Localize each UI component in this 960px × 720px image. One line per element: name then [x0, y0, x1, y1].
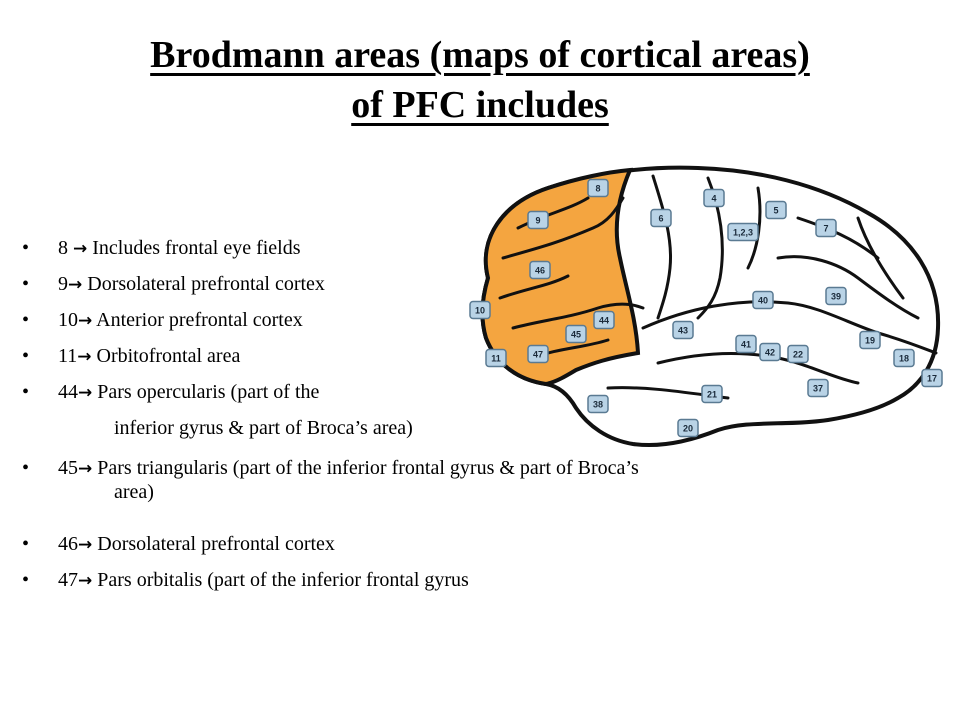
area-label-text: 9 — [535, 216, 540, 226]
area-box-42: 42 — [759, 342, 781, 362]
area-label-text: 17 — [927, 374, 937, 384]
bullet-text: 8 → Includes frontal eye fields — [58, 236, 878, 261]
area-box-47: 47 — [527, 344, 549, 364]
bullet-marker: • — [22, 345, 30, 367]
title-line-2: of PFC includes — [351, 84, 609, 126]
bullet-marker: • — [22, 533, 30, 555]
area-box-9: 9 — [527, 210, 549, 230]
area-box-11: 11 — [485, 348, 507, 368]
bullet-marker: • — [22, 569, 30, 591]
area-label-text: 22 — [793, 350, 803, 360]
title-line-1: Brodmann areas (maps of cortical areas) — [150, 34, 810, 76]
bullet-marker: • — [22, 457, 30, 479]
bullet-continuation: inferior gyrus & part of Broca’s area) — [114, 417, 413, 439]
arrow-icon: → — [78, 535, 93, 555]
area-label-text: 46 — [535, 266, 545, 276]
area-label-text: 18 — [899, 354, 909, 364]
area-description: Orbitofrontal area — [91, 345, 241, 367]
slide-title: Brodmann areas (maps of cortical areas) … — [0, 30, 960, 130]
bullet-text: 10→ Anterior prefrontal cortex — [58, 308, 878, 333]
area-box-7: 7 — [815, 218, 837, 238]
area-box-19: 19 — [859, 330, 881, 350]
arrow-icon: → — [68, 275, 83, 295]
area-label-text: 43 — [678, 326, 688, 336]
area-label-text: 45 — [571, 330, 581, 340]
area-box-17: 17 — [921, 368, 943, 388]
area-label-text: 1,2,3 — [733, 228, 753, 238]
area-box-39: 39 — [825, 286, 847, 306]
area-box-44: 44 — [593, 310, 615, 330]
area-label-text: 10 — [475, 306, 485, 316]
area-number: 44 — [58, 381, 78, 403]
area-label-text: 42 — [765, 348, 775, 358]
area-label-text: 38 — [593, 400, 603, 410]
area-number: 10 — [58, 309, 78, 331]
area-label-text: 21 — [707, 390, 717, 400]
area-label-text: 8 — [595, 184, 600, 194]
area-label-text: 11 — [491, 354, 501, 364]
area-label-text: 41 — [741, 340, 751, 350]
area-box-6: 6 — [650, 208, 672, 228]
area-number: 8 — [58, 237, 73, 259]
area-label-text: 20 — [683, 424, 693, 434]
area-box-18: 18 — [893, 348, 915, 368]
area-number: 47 — [58, 569, 78, 591]
bullet-text: 44→ Pars opercularis (part of the — [58, 380, 878, 405]
area-box-5: 5 — [765, 200, 787, 220]
area-label-text: 44 — [599, 316, 609, 326]
area-description: Anterior prefrontal cortex — [92, 309, 303, 331]
area-box-4: 4 — [703, 188, 725, 208]
arrow-icon: → — [78, 459, 93, 479]
area-number: 9 — [58, 273, 68, 295]
bullet-text: 45→ Pars triangularis (part of the infer… — [58, 456, 878, 481]
bullet-text: 11→ Orbitofrontal area — [58, 344, 878, 369]
arrow-icon: → — [78, 383, 93, 403]
area-description: Pars orbitalis (part of the inferior fro… — [92, 569, 469, 591]
area-label-text: 40 — [758, 296, 768, 306]
area-number: 11 — [58, 345, 78, 367]
area-box-8: 8 — [587, 178, 609, 198]
area-box-1-2-3: 1,2,3 — [727, 222, 759, 242]
area-box-22: 22 — [787, 344, 809, 364]
bullet-marker: • — [22, 273, 30, 295]
area-box-21: 21 — [701, 384, 723, 404]
area-label-text: 6 — [658, 214, 663, 224]
area-description: Dorsolateral prefrontal cortex — [92, 533, 335, 555]
area-label-text: 47 — [533, 350, 543, 360]
bullet-marker: • — [22, 381, 30, 403]
bullet-text: 46→ Dorsolateral prefrontal cortex — [58, 532, 878, 557]
area-box-20: 20 — [677, 418, 699, 438]
bullet-continuation: area) — [114, 481, 154, 503]
area-box-41: 41 — [735, 334, 757, 354]
area-description: Pars opercularis (part of the — [92, 381, 320, 403]
area-label-text: 4 — [711, 194, 716, 204]
area-box-40: 40 — [752, 290, 774, 310]
arrow-icon: → — [77, 347, 92, 367]
bullet-text: 9→ Dorsolateral prefrontal cortex — [58, 272, 878, 297]
area-box-43: 43 — [672, 320, 694, 340]
arrow-icon: → — [78, 311, 93, 331]
bullet-marker: • — [22, 309, 30, 331]
area-box-38: 38 — [587, 394, 609, 414]
area-description: Pars triangularis (part of the inferior … — [92, 457, 639, 479]
area-label-text: 39 — [831, 292, 841, 302]
area-label-text: 7 — [823, 224, 828, 234]
area-description: Includes frontal eye fields — [87, 237, 301, 259]
area-box-10: 10 — [469, 300, 491, 320]
area-label-text: 37 — [813, 384, 823, 394]
area-label-text: 5 — [773, 206, 778, 216]
area-box-45: 45 — [565, 324, 587, 344]
area-box-46: 46 — [529, 260, 551, 280]
area-number: 45 — [58, 457, 78, 479]
bullet-marker: • — [22, 237, 30, 259]
arrow-icon: → — [78, 571, 93, 591]
area-label-text: 19 — [865, 336, 875, 346]
area-number: 46 — [58, 533, 78, 555]
area-description: Dorsolateral prefrontal cortex — [82, 273, 325, 295]
arrow-icon: → — [73, 239, 88, 259]
area-box-37: 37 — [807, 378, 829, 398]
bullet-text: 47→ Pars orbitalis (part of the inferior… — [58, 568, 878, 593]
